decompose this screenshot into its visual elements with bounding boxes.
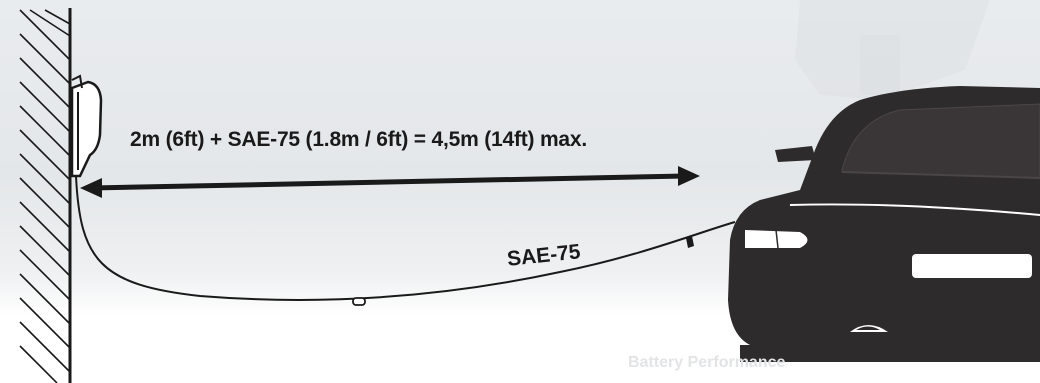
cable-connector-icon (352, 297, 366, 306)
watermark-icon (795, 0, 990, 100)
wall-hatching-icon (19, 8, 72, 383)
charger-device-icon (70, 74, 103, 178)
double-arrow-icon (80, 166, 700, 198)
plug-icon (686, 236, 694, 248)
max-length-label: 2m (6ft) + SAE-75 (1.8m / 6ft) = 4,5m (1… (130, 128, 588, 151)
car-silhouette-icon (728, 86, 1040, 362)
background-watermark-text: Battery Performance (628, 354, 786, 371)
cable-icon (75, 175, 736, 306)
